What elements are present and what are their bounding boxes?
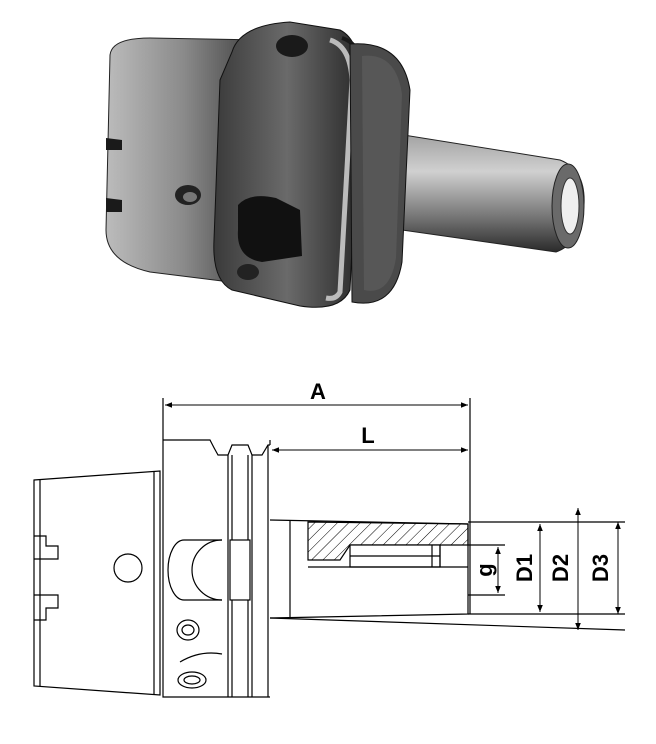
label-d3: D3 xyxy=(588,554,613,582)
rear-disc-3d xyxy=(349,43,411,304)
label-d1: D1 xyxy=(512,554,537,582)
flange-outline xyxy=(162,439,270,698)
technical-drawing xyxy=(33,398,626,698)
label-d2: D2 xyxy=(548,554,573,582)
flange-3d xyxy=(213,21,361,308)
dimension-lines xyxy=(165,402,621,630)
holder-3d-rendering xyxy=(105,21,585,308)
taper-shank-outline xyxy=(33,470,161,696)
shank-3d xyxy=(359,127,585,253)
extension-lines[interactable] xyxy=(162,398,626,631)
dimension-labels: A L g D1 D2 D3 xyxy=(310,379,613,582)
label-l: L xyxy=(361,423,374,448)
slender-shank-outline xyxy=(269,519,469,619)
label-a: A xyxy=(310,379,326,404)
label-g: g xyxy=(472,563,497,576)
